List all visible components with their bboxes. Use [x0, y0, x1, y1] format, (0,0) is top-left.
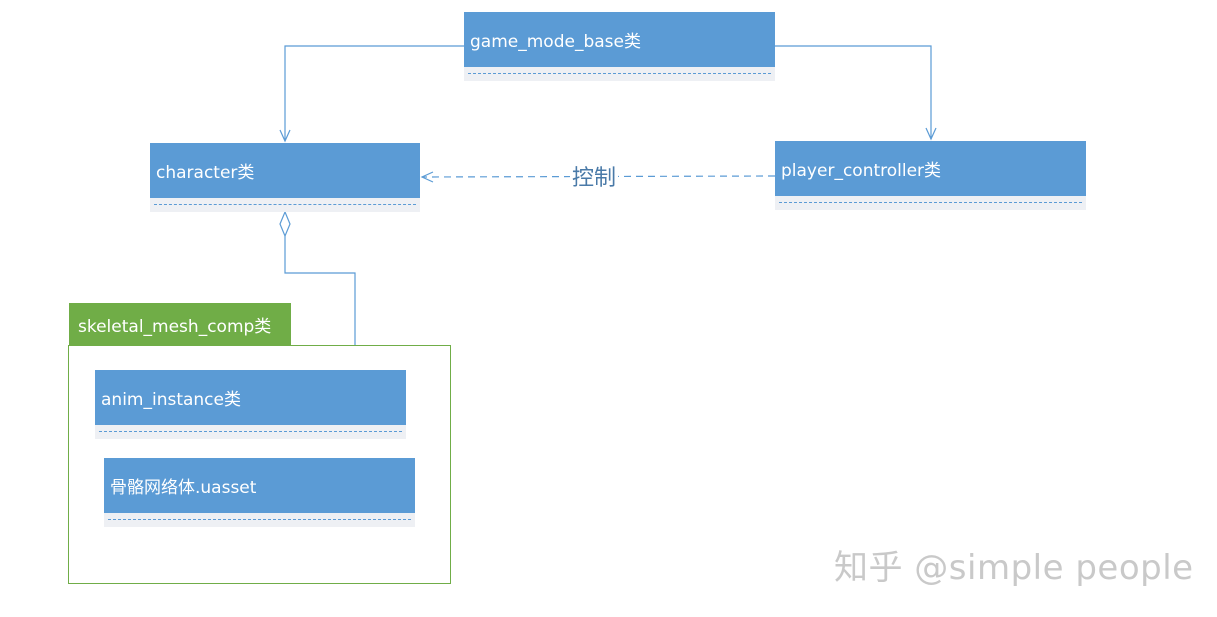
gamemode-to-character-line: [284, 45, 464, 141]
class-game-mode-base-body: [464, 67, 775, 81]
package-skeletal-mesh-comp: [68, 345, 451, 584]
package-skeletal-mesh-comp-title[interactable]: skeletal_mesh_comp类: [69, 303, 291, 345]
gamemode-to-controller-line: [775, 45, 932, 139]
class-skeletal-mesh-asset-title: 骨骼网络体.uasset: [104, 458, 415, 513]
watermark: 知乎 @simple people: [834, 548, 1194, 588]
class-character-title: character类: [150, 143, 420, 198]
class-anim-instance[interactable]: anim_instance类: [95, 370, 406, 439]
aggregation-diamond: [279, 210, 291, 238]
class-player-controller-title: player_controller类: [775, 141, 1086, 196]
class-player-controller-body: [775, 196, 1086, 210]
class-player-controller[interactable]: player_controller类: [775, 141, 1086, 210]
gamemode-to-character-arrowhead: [279, 129, 291, 143]
class-skeletal-mesh-asset[interactable]: 骨骼网络体.uasset: [104, 458, 415, 527]
class-character-body: [150, 198, 420, 212]
class-character[interactable]: character类: [150, 143, 420, 212]
control-dashed-line: [421, 175, 776, 178]
class-game-mode-base-title: game_mode_base类: [464, 12, 775, 67]
aggregation-line: [284, 236, 356, 345]
class-anim-instance-title: anim_instance类: [95, 370, 406, 425]
gamemode-to-controller-arrowhead: [925, 127, 937, 141]
control-label: 控制: [570, 160, 619, 192]
class-anim-instance-body: [95, 425, 406, 439]
class-skeletal-mesh-asset-body: [104, 513, 415, 527]
control-arrowhead: [420, 171, 434, 183]
class-game-mode-base[interactable]: game_mode_base类: [464, 12, 775, 81]
